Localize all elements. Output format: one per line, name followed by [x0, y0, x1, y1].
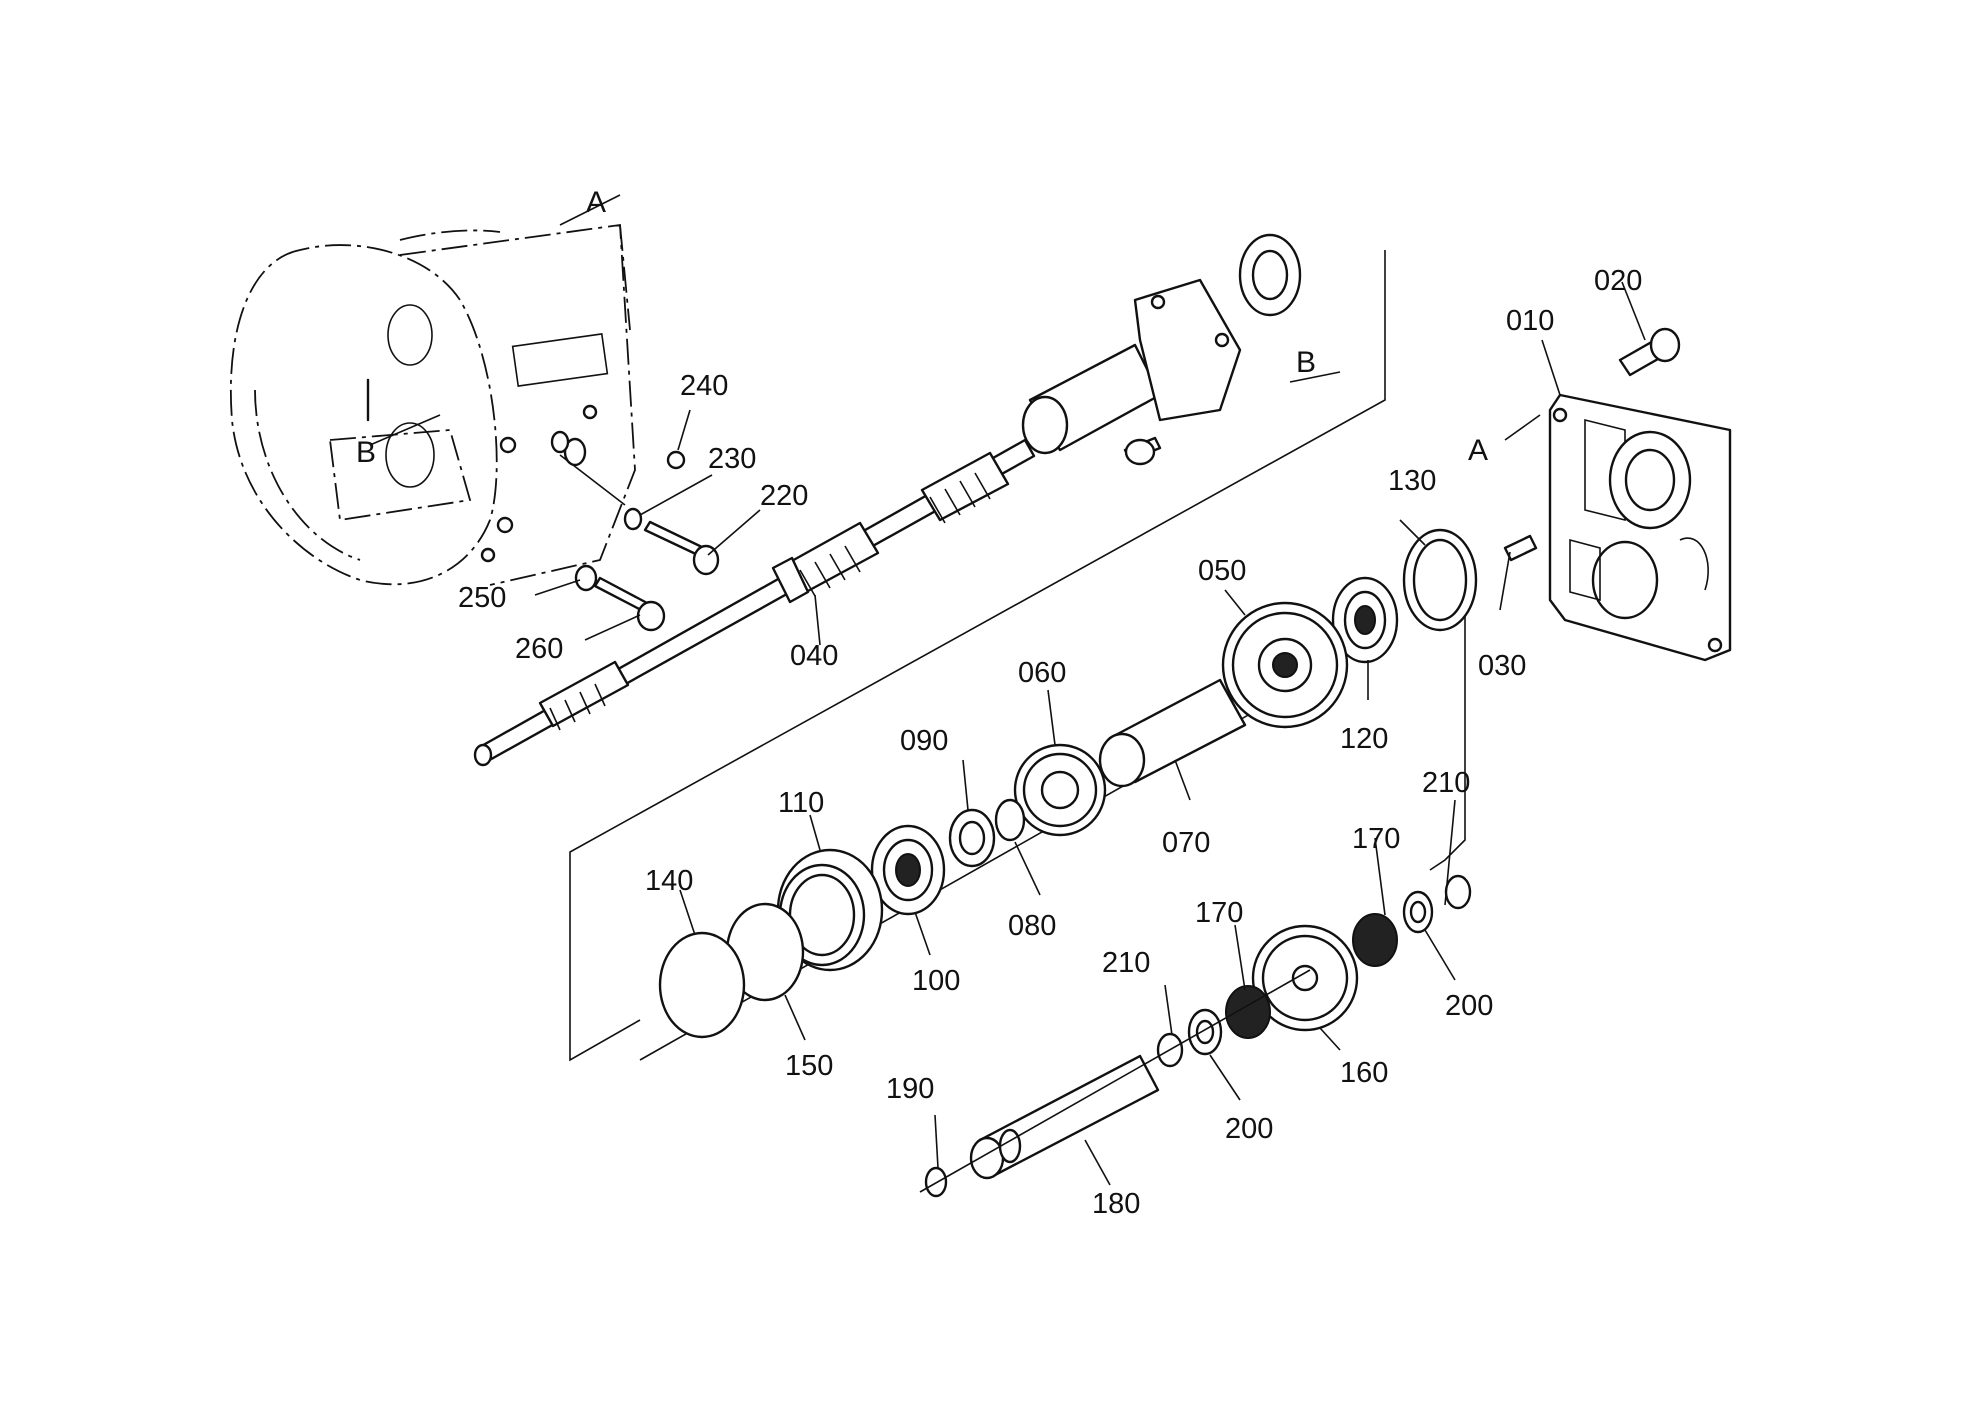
snap-ring-080: [994, 798, 1026, 842]
label-160: 160: [1340, 1057, 1388, 1089]
ring-130: [1402, 528, 1478, 632]
idler-shaft-180: [969, 1054, 1160, 1180]
washer-200-left: [1187, 1008, 1223, 1056]
snap-ring-210-right: [1444, 874, 1472, 910]
label-090: 090: [900, 725, 948, 757]
label-230: 230: [708, 443, 756, 475]
label-070: 070: [1162, 827, 1210, 859]
label-050: 050: [1198, 555, 1246, 587]
label-060: 060: [1018, 657, 1066, 689]
label-210-left: 210: [1102, 947, 1150, 979]
label-110: 110: [778, 787, 824, 819]
label-170-right: 170: [1352, 823, 1400, 855]
label-180: 180: [1092, 1188, 1140, 1220]
sleeve-070: [1098, 678, 1247, 788]
label-200-right: 200: [1445, 990, 1493, 1022]
ring-140: [658, 931, 746, 1039]
transmission-housing: [229, 223, 636, 586]
shaft-support-assembly: [1021, 233, 1302, 466]
gear-060: [1013, 743, 1107, 837]
cover-plate-010: [1548, 393, 1732, 662]
ref-b-right: B: [1296, 346, 1316, 379]
label-220: 220: [760, 480, 808, 512]
label-040: 040: [790, 640, 838, 672]
leader-lines: [369, 194, 1646, 1186]
bearing-100: [870, 824, 946, 916]
ref-b-left: B: [356, 436, 376, 469]
label-140: 140: [645, 865, 693, 897]
label-170-left: 170: [1195, 897, 1243, 929]
housing-hardware: [550, 430, 720, 632]
label-150: 150: [785, 1050, 833, 1082]
gear-160: [1251, 924, 1359, 1032]
label-010: 010: [1506, 305, 1554, 337]
ref-a-top: A: [586, 186, 606, 219]
washer-200-right: [1402, 890, 1434, 934]
label-210-right: 210: [1422, 767, 1470, 799]
label-120: 120: [1340, 723, 1388, 755]
main-shaft-040: [473, 438, 1036, 767]
label-240: 240: [680, 370, 728, 402]
gear-050: [1221, 601, 1349, 729]
needle-bearing-170-right: [1352, 913, 1398, 967]
label-030: 030: [1478, 650, 1526, 682]
needle-bearing-170-left: [1225, 985, 1271, 1039]
label-250: 250: [458, 582, 506, 614]
washer-090: [948, 808, 996, 868]
part-labels: 010 020 030 040 050 060 070 080 090 100 …: [458, 265, 1642, 1220]
label-020: 020: [1594, 265, 1642, 297]
label-200-left: 200: [1225, 1113, 1273, 1145]
assembly-frame-line: [569, 250, 1386, 1062]
label-080: 080: [1008, 910, 1056, 942]
reference-marks: A A B B: [356, 186, 1488, 469]
ref-a-right: A: [1468, 434, 1488, 467]
label-190: 190: [886, 1073, 934, 1105]
label-130: 130: [1388, 465, 1436, 497]
label-260: 260: [515, 633, 563, 665]
label-100: 100: [912, 965, 960, 997]
bearing-120: [1331, 576, 1399, 664]
